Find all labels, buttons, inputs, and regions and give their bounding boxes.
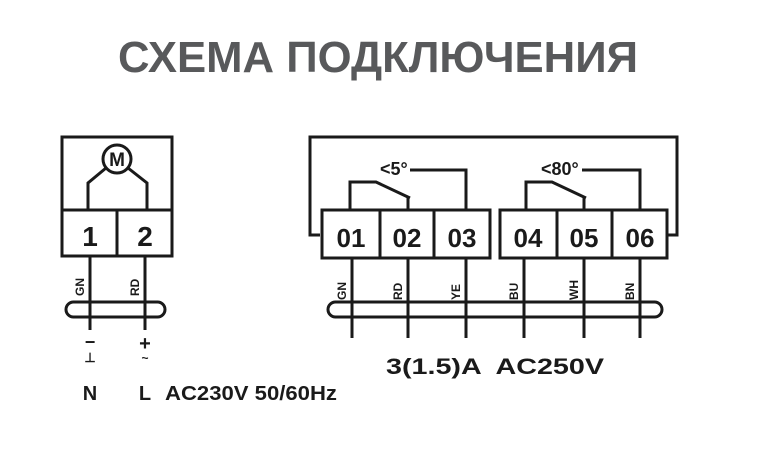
terminal-strip-1 [320,208,492,260]
motor-block: M 1 2 GN RD − ⊥ + ~ N L AC230V 50/60Hz [60,135,337,405]
wire-color-wh: WH [567,280,581,300]
motor-supply: AC230V 50/60Hz [165,383,337,405]
diagram-title: СХЕМА ПОДКЛЮЧЕНИЯ [118,33,638,82]
live-ac: ~ [141,351,148,365]
label-l: L [139,383,151,405]
terminal-02: 02 [393,223,422,253]
neutral-minus: − [85,332,96,352]
terminal-05: 05 [570,223,599,253]
motor-cable-sleeve [64,300,167,319]
wire-color-bu: BU [507,283,521,300]
wire-color-rd: RD [391,282,405,300]
wire-color-ye: YE [449,284,463,300]
wire-color-rd: RD [128,278,142,296]
angle-label-5: <5° [380,159,408,179]
limit-switch-block: <5° <80° 01 02 03 04 05 06 GN RD YE BU W… [308,135,679,379]
wire-color-gn: GN [335,282,349,300]
terminal-2: 2 [137,221,153,252]
terminal-04: 04 [514,223,543,253]
neutral-ground: ⊥ [84,350,95,365]
live-plus: + [139,333,151,355]
switch-cable-sleeve [326,300,664,319]
terminal-1: 1 [82,221,98,252]
motor-symbol: M [109,150,125,171]
wire-color-gn: GN [73,278,87,296]
switch-contact-2 [524,180,587,210]
switch-rating: 3(1.5)A AC250V [386,354,604,379]
angle-label-80: <80° [541,159,579,179]
terminal-03: 03 [448,223,477,253]
switch-contact-1 [348,180,411,210]
motor-icon [101,143,133,175]
terminal-01: 01 [337,223,366,253]
terminal-06: 06 [626,223,655,253]
wire-color-bn: BN [623,283,637,300]
label-n: N [83,383,97,405]
